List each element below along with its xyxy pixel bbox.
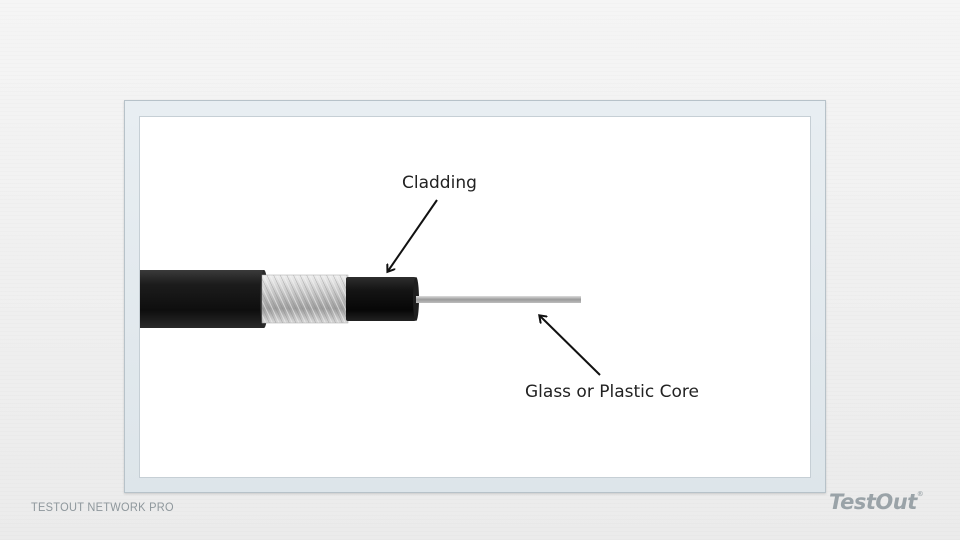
image-frame: Cladding Glass or Plastic Core: [124, 100, 826, 493]
core-arrow: [540, 316, 601, 376]
fiber-optic-cable-diagram: Cladding Glass or Plastic Core: [140, 173, 699, 402]
cladding-label: Cladding: [402, 173, 477, 193]
core-fiber: [416, 296, 581, 303]
logo-registered-mark: ®: [916, 490, 924, 498]
outer-jacket: [140, 270, 268, 328]
cladding-tube: [346, 277, 419, 321]
testout-logo: TestOut®: [829, 490, 924, 514]
core-label: Glass or Plastic Core: [525, 382, 699, 402]
cladding-arrow: [388, 199, 438, 271]
diagram-panel: Cladding Glass or Plastic Core: [139, 116, 811, 478]
braided-shielding: [261, 274, 349, 324]
footer-course-title: TESTOUT NETWORK PRO: [31, 500, 174, 514]
logo-text: TestOut: [829, 490, 917, 514]
